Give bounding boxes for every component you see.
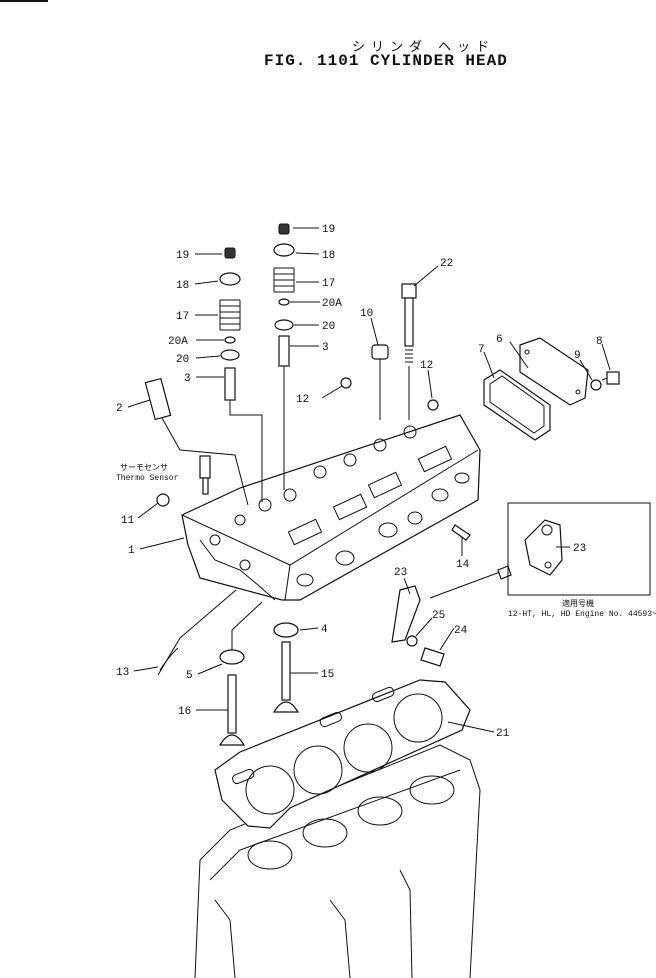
callout-16: 16 — [178, 706, 191, 718]
callout-1: 1 — [128, 545, 135, 557]
callout-labels: 19 18 17 20A 20 3 19 18 17 20A 20 3 22 1… — [116, 224, 603, 740]
callout-10: 10 — [360, 308, 373, 320]
notes: サーモセンサ Thermo Sensor 適用号機 12-HT, HL, HD … — [116, 463, 656, 619]
applicable-note-jp: 適用号機 — [562, 598, 594, 609]
leader-lines — [127, 227, 611, 733]
cylinder-head — [181, 414, 481, 601]
callout-20Ab: 20A — [322, 298, 342, 310]
head-gasket — [214, 679, 471, 829]
callout-22: 22 — [440, 258, 453, 270]
callout-3b: 3 — [322, 342, 329, 354]
side-cover-gasket — [483, 369, 551, 441]
callout-12b: 12 — [420, 360, 433, 372]
callout-9: 9 — [574, 350, 581, 362]
sensor-note-en: Thermo Sensor — [116, 474, 179, 483]
callout-20a: 20 — [176, 354, 189, 366]
callout-8: 8 — [596, 336, 603, 348]
callout-18a: 18 — [176, 280, 189, 292]
valve-parts-left — [219, 247, 263, 502]
callout-23b: 23 — [573, 543, 586, 555]
plug-and-washer — [590, 371, 620, 391]
callout-17a: 17 — [176, 311, 189, 323]
valve-parts-right — [273, 223, 295, 490]
sensor-note-jp: サーモセンサ — [120, 463, 168, 473]
callout-6: 6 — [496, 334, 503, 346]
stud-and-bracket — [391, 524, 512, 667]
callout-20Aa: 20A — [168, 336, 188, 348]
callout-24: 24 — [454, 625, 468, 637]
figure-title-jp: シリンダ ヘッド — [352, 40, 496, 55]
applicable-note-en: 12-HT, HL, HD Engine No. 44593~ — [508, 610, 656, 619]
callout-14: 14 — [456, 559, 470, 571]
callout-7: 7 — [478, 344, 485, 356]
thermo-sensor — [144, 377, 249, 507]
callout-23a: 23 — [394, 567, 407, 579]
callout-15: 15 — [321, 669, 334, 681]
callout-20b: 20 — [322, 321, 335, 333]
figure-title: FIG. 1101 CYLINDER HEAD — [264, 52, 508, 70]
top-rule — [0, 0, 48, 2]
engine-block — [194, 744, 481, 978]
lower-valve-parts — [157, 589, 300, 746]
callout-3a: 3 — [184, 373, 191, 385]
callout-19a: 19 — [176, 250, 189, 262]
callout-11: 11 — [121, 515, 135, 527]
callout-25: 25 — [432, 610, 445, 622]
callout-19b: 19 — [322, 224, 335, 236]
callout-12a: 12 — [296, 394, 309, 406]
callout-13: 13 — [116, 667, 129, 679]
callout-2: 2 — [116, 403, 123, 415]
head-bolt — [340, 283, 439, 420]
callout-18b: 18 — [322, 250, 335, 262]
detail-inset — [507, 502, 651, 596]
callout-4: 4 — [321, 624, 328, 636]
callout-21: 21 — [496, 728, 510, 740]
callout-5: 5 — [186, 670, 193, 682]
callout-17b: 17 — [322, 278, 335, 290]
side-cover — [519, 337, 589, 406]
